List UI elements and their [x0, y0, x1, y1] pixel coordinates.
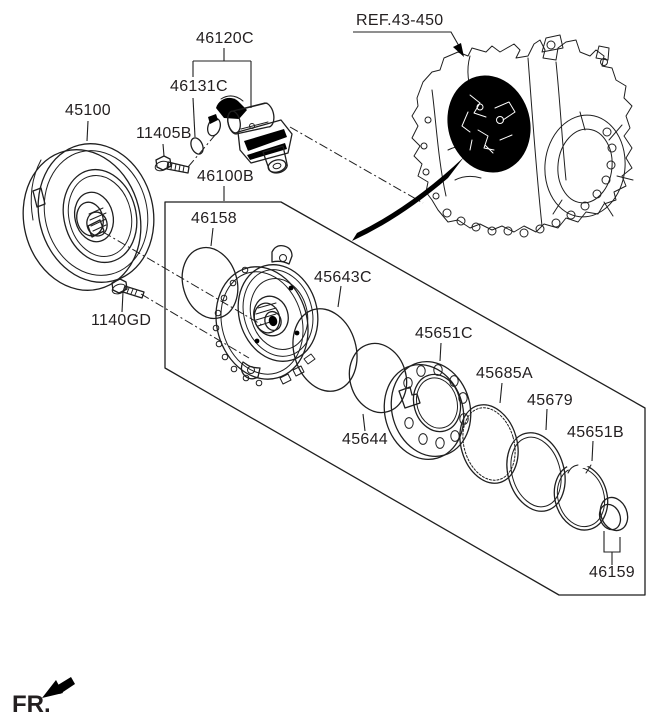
- part-label-46120c: 46120C: [196, 30, 254, 47]
- leader-lines: [86, 48, 594, 462]
- band-45651c-drawing: [383, 360, 472, 461]
- ref-callout-arrow: [353, 31, 464, 57]
- snapring-45651b-drawing: [553, 446, 609, 531]
- pointer-wedge: [352, 157, 464, 241]
- part-label-45643c: 45643C: [314, 269, 372, 286]
- bolt-1140gd-drawing: [111, 278, 145, 299]
- part-label-11405b: 11405B: [136, 125, 192, 142]
- bolt-11405b-drawing: [154, 155, 190, 174]
- torque-converter-drawing: [22, 143, 155, 291]
- seal-46159-drawing: [598, 496, 629, 565]
- oil-pump-drawing: [212, 244, 319, 387]
- part-label-1140gd: 1140GD: [91, 312, 152, 329]
- part-label-45100: 45100: [65, 102, 111, 119]
- oring-46158-drawing: [181, 246, 239, 320]
- part-label-45644: 45644: [342, 431, 388, 448]
- fr-direction-arrow-icon: [42, 677, 75, 698]
- part-label-46159: 46159: [589, 564, 635, 581]
- highlight-ellipse: [447, 75, 531, 173]
- assembly-group-box: [164, 201, 646, 596]
- ref-label: REF.43-450: [356, 12, 444, 29]
- oring-46131c-drawing: [190, 137, 204, 155]
- oring-45643c-drawing: [292, 308, 358, 392]
- ring-45679-drawing: [506, 432, 566, 512]
- part-label-45651b: 45651B: [567, 424, 624, 441]
- part-label-46131c: 46131C: [170, 78, 228, 95]
- fr-label: FR.: [12, 691, 51, 718]
- part-label-46158: 46158: [191, 210, 237, 227]
- solenoid-valve-drawing: [207, 95, 293, 174]
- part-label-46100b: 46100B: [197, 168, 254, 185]
- transmission-case-drawing: [352, 34, 634, 241]
- part-label-45685a: 45685A: [476, 365, 533, 382]
- part-label-45679: 45679: [527, 392, 573, 409]
- part-label-45651c: 45651C: [415, 325, 473, 342]
- plate-45685a-drawing: [459, 404, 519, 484]
